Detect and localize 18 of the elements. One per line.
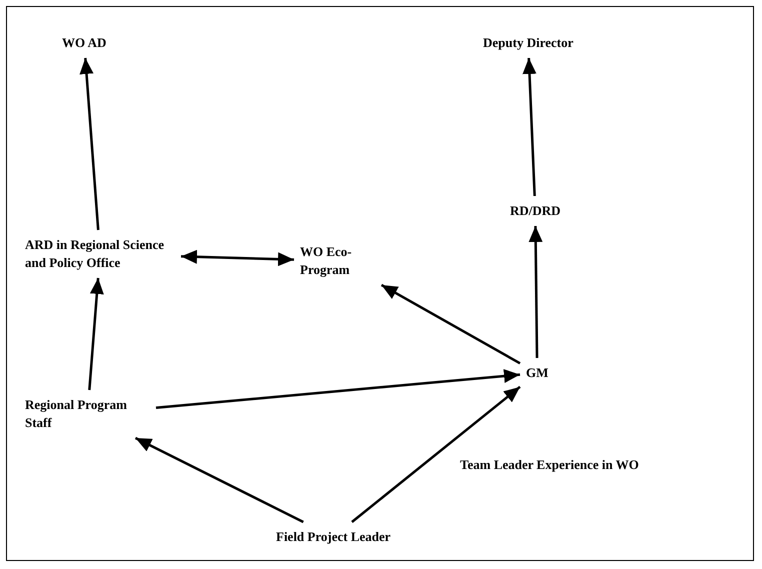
- arrow: [156, 369, 520, 409]
- node-label: Deputy Director: [483, 34, 574, 52]
- arrow: [522, 58, 536, 196]
- arrow: [351, 386, 521, 523]
- node-label: GM: [526, 364, 548, 382]
- arrow: [80, 58, 100, 230]
- arrow: [134, 436, 304, 524]
- arrow: [88, 278, 104, 390]
- arrow: [180, 250, 294, 266]
- node-label: Field Project Leader: [276, 528, 391, 546]
- arrow: [380, 284, 521, 364]
- node-label: Regional Program Staff: [25, 396, 128, 432]
- node-label: RD/DRD: [510, 202, 561, 220]
- node-label: ARD in Regional Science and Policy Office: [25, 236, 166, 272]
- node-label: WO Eco-Program: [300, 243, 353, 279]
- arrow: [528, 226, 543, 358]
- node-label: WO AD: [62, 34, 106, 52]
- note-text: Team Leader Experience in WO: [460, 456, 639, 474]
